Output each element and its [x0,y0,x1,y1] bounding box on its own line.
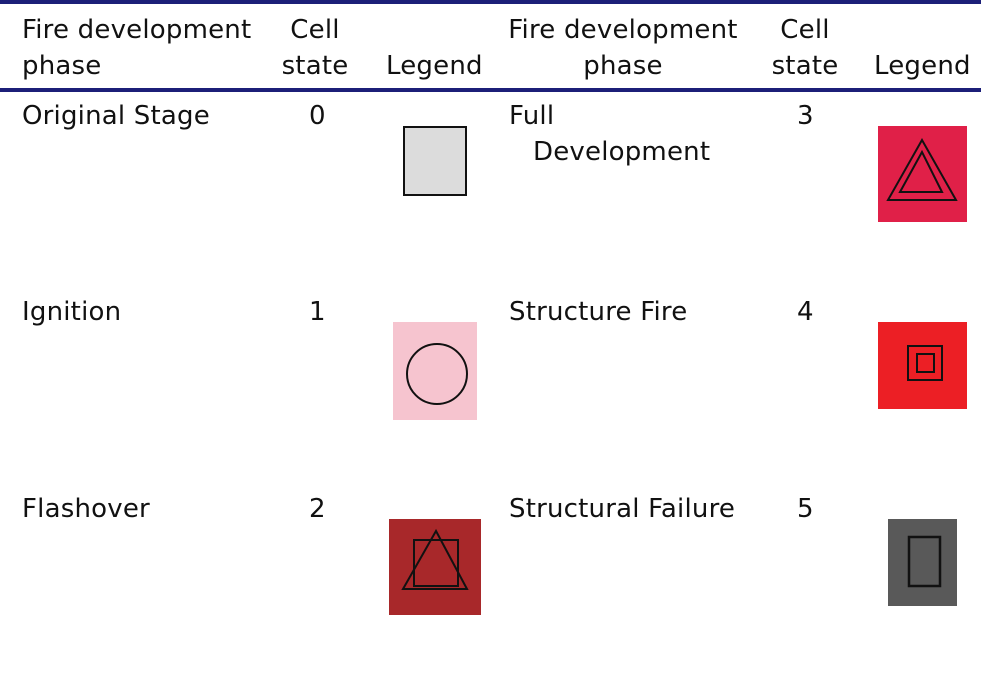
header-state-right: Cell state [760,12,850,84]
nested-squares-icon [878,322,967,409]
circle-outline-icon [393,322,477,420]
header-legend-right: Legend [874,51,971,81]
double-triangle-icon [878,126,967,222]
phase-original-stage: Original Stage [22,101,210,131]
phase-ignition: Ignition [22,297,122,327]
header-phase-right: Fire development phase [505,12,741,84]
header-state-left: Cell state [270,12,360,84]
header-legend-left: Legend [386,51,483,81]
rectangle-outline-icon [888,519,957,606]
table-top-rule [0,0,981,4]
legend-original-stage [403,126,467,196]
state-5: 5 [797,494,814,524]
phase-full-development-line1: Full [509,101,555,131]
phase-full-development: Full Development [509,98,710,170]
legend-structural-failure [888,519,957,606]
header-bottom-rule [0,88,981,92]
legend-flashover [389,519,481,615]
square-outline-icon [403,126,467,196]
state-3: 3 [797,101,814,131]
state-2: 2 [309,494,326,524]
header-state-right-line1: Cell [780,15,830,45]
phase-flashover: Flashover [22,494,150,524]
header-phase-left-line2: phase [22,51,102,81]
legend-structure-fire [878,322,967,409]
header-phase-right-line1: Fire development [508,15,738,45]
header-state-left-line2: state [281,51,349,81]
phase-structural-failure: Structural Failure [509,494,736,524]
phase-full-development-line2: Development [533,137,711,167]
triangle-over-square-icon [389,519,481,615]
header-phase-left: Fire development phase [22,12,251,84]
header-phase-right-line2: phase [583,51,663,81]
state-1: 1 [309,297,326,327]
phase-structure-fire: Structure Fire [509,297,688,327]
state-0: 0 [309,101,326,131]
header-state-left-line1: Cell [290,15,340,45]
legend-ignition [393,322,477,420]
header-state-right-line2: state [771,51,839,81]
header-phase-left-line1: Fire development [22,15,252,45]
legend-full-development [878,126,967,222]
state-4: 4 [797,297,814,327]
